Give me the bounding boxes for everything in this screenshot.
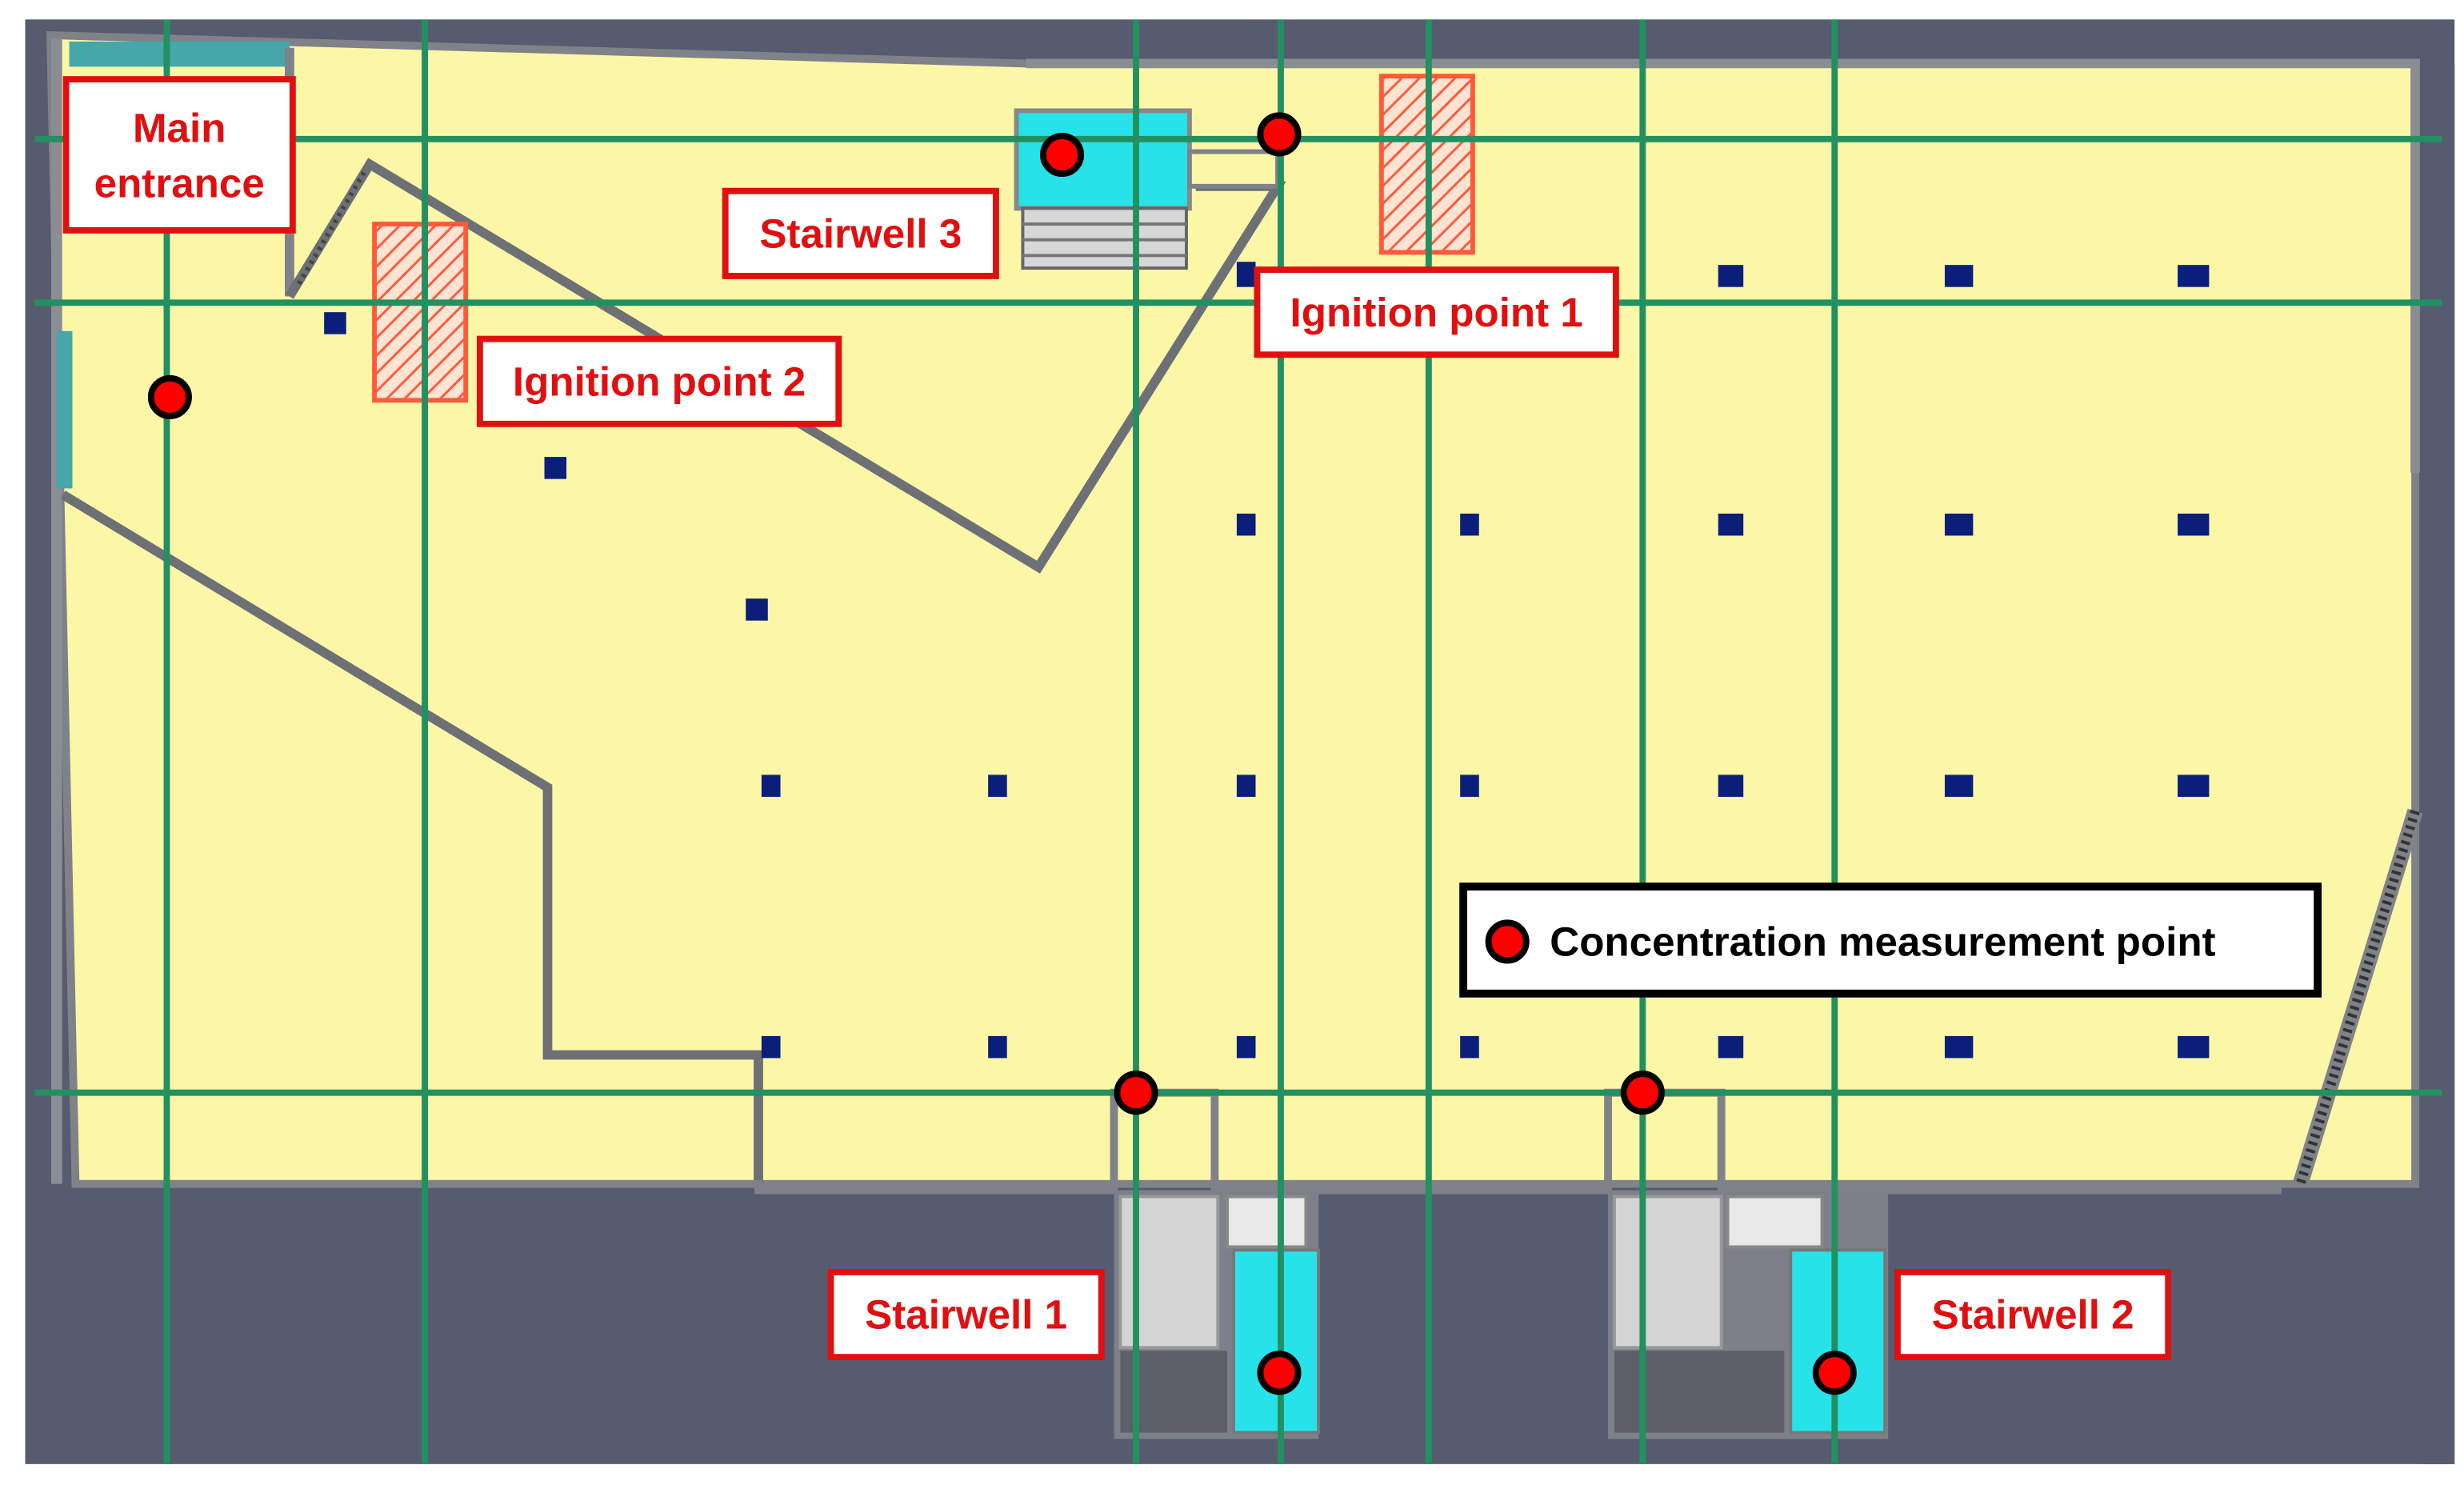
label-text: Ignition point 1 — [1290, 290, 1583, 335]
label-ignition-point-2: Ignition point 2 — [476, 335, 842, 427]
column — [1718, 1035, 1744, 1059]
legend-marker — [1485, 919, 1530, 964]
entrance-doorway — [69, 41, 290, 67]
column — [1236, 1035, 1256, 1059]
stairwell-1-cyan — [1232, 1248, 1321, 1435]
label-box — [62, 76, 296, 234]
column — [761, 775, 781, 797]
column — [1944, 1035, 1974, 1059]
label-text: Main — [133, 106, 226, 151]
column — [1236, 513, 1256, 536]
measurement-point — [1257, 112, 1302, 157]
column — [2178, 513, 2210, 536]
column — [746, 598, 768, 621]
label-text: Stairwell 1 — [865, 1292, 1067, 1338]
stairwell-2-steps — [1726, 1195, 1824, 1249]
column — [2178, 265, 2210, 287]
label-text: Stairwell 2 — [1932, 1292, 2134, 1338]
label-main-entrance: Main entrance — [62, 76, 296, 234]
column — [761, 1035, 781, 1059]
bottom-wall — [75, 1088, 2282, 1195]
label-ignition-point-1: Ignition point 1 — [1254, 266, 1619, 358]
grid-lines — [34, 19, 2442, 1464]
right-ramp-steps — [2295, 809, 2420, 1186]
column — [2178, 1035, 2210, 1059]
column — [988, 775, 1007, 797]
legend-box — [1459, 883, 2322, 998]
column — [1944, 265, 1974, 287]
column — [1460, 513, 1479, 536]
label-box — [722, 187, 999, 279]
floor-area — [46, 30, 2419, 1188]
right-outside — [2422, 63, 2455, 1464]
column — [988, 1035, 1007, 1059]
column — [2178, 775, 2210, 797]
column — [324, 312, 346, 334]
label-text: entrance — [94, 161, 265, 206]
stairwell-3-corridor — [1186, 149, 1280, 189]
stairwell-1-steps — [1226, 1195, 1308, 1249]
column — [544, 457, 567, 479]
label-text: Stairwell 3 — [759, 211, 962, 257]
column — [1718, 265, 1744, 287]
column — [1236, 262, 1256, 287]
measurement-point — [1257, 1351, 1302, 1395]
label-box — [1254, 266, 1619, 358]
column — [1718, 775, 1744, 797]
legend-label: Concentration measurement point — [1550, 919, 2215, 965]
top-wall — [1026, 58, 2420, 473]
entrance-window — [56, 330, 73, 489]
label-box — [1894, 1268, 2172, 1361]
measurement-point — [1620, 1071, 1665, 1115]
label-box — [827, 1268, 1105, 1361]
measurement-point — [1114, 1071, 1158, 1115]
measurement-point — [1812, 1351, 1857, 1395]
label-box — [476, 335, 842, 427]
column — [1718, 513, 1744, 536]
measurement-points — [147, 112, 1857, 1395]
label-stairwell-1: Stairwell 1 — [827, 1268, 1105, 1361]
stairwell-2-gray — [1612, 1195, 1723, 1350]
label-stairwell-3: Stairwell 3 — [722, 187, 999, 279]
ignition-zone-2 — [372, 222, 469, 403]
stair-marks-diagonal — [297, 169, 367, 286]
label-text: Ignition point 2 — [513, 358, 806, 404]
column — [1944, 513, 1974, 536]
legend: Concentration measurement point — [1459, 883, 2322, 998]
column — [1944, 775, 1974, 797]
columns — [324, 262, 2210, 1059]
label-stairwell-2: Stairwell 2 — [1894, 1268, 2172, 1361]
measurement-point — [147, 374, 192, 419]
column — [1236, 775, 1256, 797]
column — [1460, 1035, 1479, 1059]
column — [1460, 775, 1479, 797]
diagonal-wall-lower — [60, 490, 763, 1184]
measurement-point — [1040, 132, 1085, 178]
